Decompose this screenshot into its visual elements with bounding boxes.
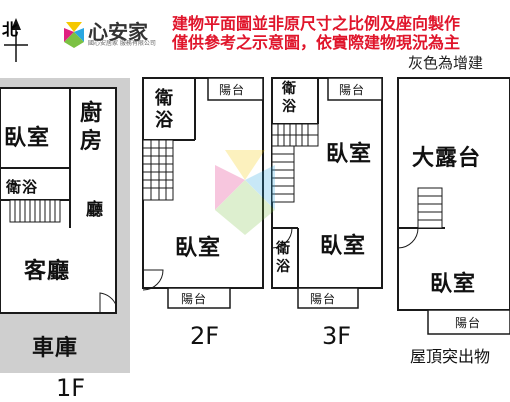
f3-balcony-top: 陽台: [339, 83, 366, 97]
f2-balcony-bottom: 陽台: [181, 292, 208, 306]
brand-logo-icon: [64, 22, 84, 48]
f2-stairs: [142, 139, 174, 201]
f3-stairs: [271, 123, 319, 203]
compass-arrow-icon: [4, 18, 28, 62]
watermark-logo: [215, 150, 275, 235]
notice-line-1: 建物平面圖並非原尺寸之比例及座向製作: [172, 14, 461, 33]
f1-garage: 車庫: [32, 336, 79, 361]
f1-stairs: [9, 199, 61, 223]
f1-kitchen: 廚房: [80, 101, 104, 154]
f3-bedroom-top: 臥室: [326, 142, 373, 167]
roof-balcony: 陽台: [455, 316, 482, 330]
brand-tagline: 國心安居家 服務有限公司: [88, 40, 156, 47]
brand-name: 心安家: [88, 20, 148, 44]
f1-label: 1F: [56, 374, 86, 402]
roof-label: 屋頂突出物: [410, 347, 491, 366]
f3-bedroom-bottom: 臥室: [320, 234, 367, 259]
gray-added-note: 灰色為增建: [408, 54, 484, 72]
f2-bath: 衛浴: [155, 88, 174, 131]
f1-bath: 衛浴: [6, 178, 39, 196]
f3-bath-top: 衛浴: [282, 81, 297, 115]
f3-bath-bottom: 衛浴: [276, 241, 291, 275]
f2-label: 2F: [190, 322, 220, 350]
f3-label: 3F: [322, 322, 352, 350]
compass-label: 北: [2, 20, 19, 39]
f2-bedroom: 臥室: [175, 236, 222, 261]
roof-stairs: [417, 187, 443, 229]
roof-terrace: 大露台: [412, 146, 482, 171]
f1-hall: 廳: [86, 200, 104, 220]
f2-balcony-top: 陽台: [219, 83, 246, 97]
roof-bedroom: 臥室: [430, 272, 477, 297]
f3-balcony-bottom: 陽台: [310, 292, 337, 306]
notice-line-2: 僅供參考之示意圖，依實際建物現況為主: [172, 33, 461, 52]
f1-bedroom: 臥室: [4, 126, 51, 151]
f1-living: 客廳: [24, 259, 71, 284]
